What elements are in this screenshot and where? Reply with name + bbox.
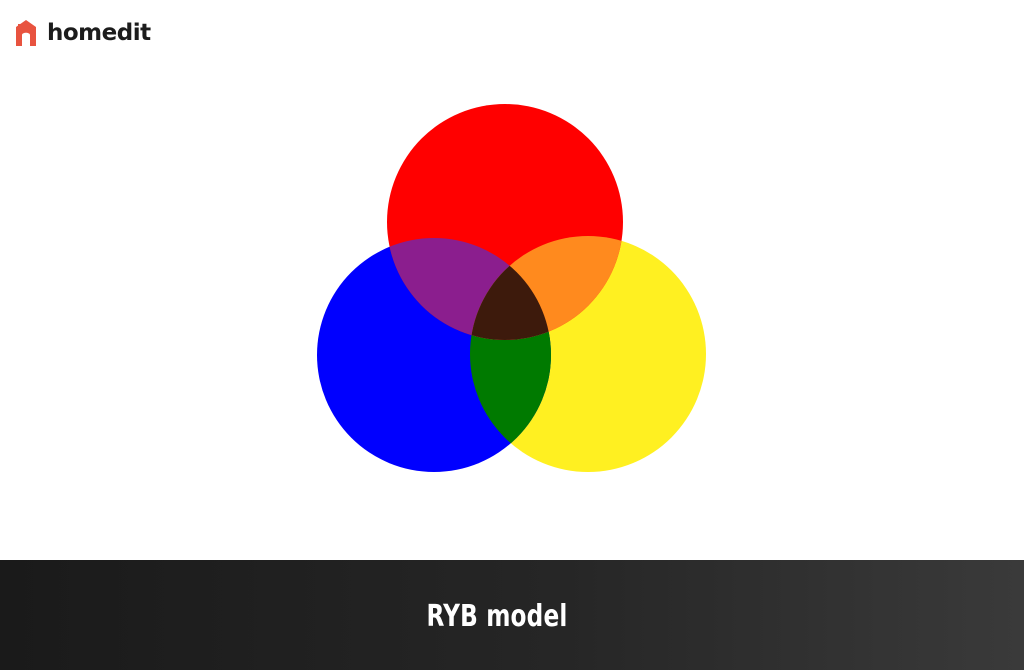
brown-center-overlap	[470, 238, 551, 340]
ryb-venn-diagram	[317, 104, 706, 472]
caption-bar: RYB model	[0, 560, 1024, 670]
caption-text: RYB model	[426, 598, 568, 634]
logo-wordmark: homedit	[47, 19, 151, 46]
homedit-logo[interactable]: homedit	[14, 18, 151, 48]
house-icon	[16, 20, 36, 46]
